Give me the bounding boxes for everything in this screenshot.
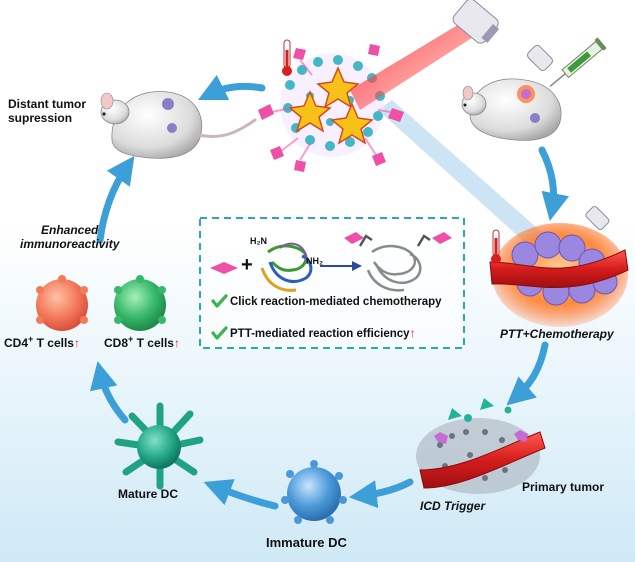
arrow-icd-to-immature bbox=[348, 478, 414, 509]
cd8-prefix: CD8 bbox=[104, 336, 129, 350]
cd8-up-arrow: ↑ bbox=[173, 336, 180, 350]
thermometer-icon-top bbox=[282, 39, 292, 76]
laser-beam-top bbox=[350, 20, 478, 110]
box-item-1: Click reaction-mediated chemotherapy bbox=[230, 296, 442, 309]
label-cd8-t-cells: CD8+ T cells↑ bbox=[104, 334, 180, 351]
arrow-immature-to-mature bbox=[203, 479, 279, 510]
arrow-ptt-to-icd bbox=[506, 341, 549, 406]
laser-emitter-icon-ptt bbox=[585, 206, 610, 230]
arrow-mature-to-tcells bbox=[89, 361, 129, 424]
box-item-2: PTT-mediated reaction efficiency↑ bbox=[230, 328, 415, 341]
mouse-treated-icon bbox=[461, 78, 562, 141]
check-mark-icon-1 bbox=[211, 294, 228, 308]
cd4-prefix: CD4 bbox=[4, 336, 29, 350]
center-box bbox=[199, 217, 465, 349]
label-plus: + bbox=[241, 254, 253, 276]
thermometer-icon-ptt bbox=[491, 229, 501, 264]
immature-dc-icon bbox=[281, 460, 347, 524]
label-enhanced-immunoreactivity: Enhanced immunoreactivity bbox=[20, 223, 120, 251]
label-nh2: NH₂ bbox=[306, 256, 323, 266]
primary-tumor-icon bbox=[416, 398, 546, 494]
label-mature-dc: Mature DC bbox=[118, 487, 179, 501]
mature-dc-icon bbox=[114, 402, 204, 490]
box-item-2-text: PTT-mediated reaction efficiency bbox=[230, 328, 410, 340]
label-icd-trigger: ICD Trigger bbox=[420, 499, 486, 513]
cd8-t-cell-icon bbox=[114, 275, 166, 331]
box-item-1-text: Click reaction-mediated chemotherapy bbox=[230, 296, 442, 308]
pink-rod-icon bbox=[210, 262, 238, 274]
arrow-mouse-to-ptt bbox=[538, 146, 570, 221]
laser-emitter-icon-top bbox=[452, 0, 500, 44]
syringe-icon bbox=[549, 37, 607, 88]
light-beam bbox=[378, 100, 545, 245]
arrow-nanoparticle-to-distant bbox=[197, 74, 266, 101]
protein-icon bbox=[260, 242, 313, 292]
label-primary-tumor: Primary tumor bbox=[522, 480, 605, 494]
product-protein-icon bbox=[358, 234, 431, 292]
nanoparticle-cluster-icon bbox=[258, 44, 404, 172]
label-ptt-chemotherapy: PTT+Chemotherapy bbox=[500, 327, 614, 341]
cd8-sup: + bbox=[128, 334, 134, 344]
ptt-tumor-icon bbox=[489, 223, 629, 327]
cd4-up-arrow: ↑ bbox=[73, 336, 80, 350]
cycle-arrows bbox=[89, 74, 570, 510]
arrow-tcells-to-distant bbox=[96, 155, 135, 244]
cd4-sup: + bbox=[28, 334, 34, 344]
cd4-suffix: T cells bbox=[33, 336, 74, 350]
cd4-t-cell-icon bbox=[36, 275, 88, 331]
label-h2n: H₂N bbox=[250, 236, 267, 246]
laser-emitter-icon-mouse bbox=[527, 45, 553, 71]
label-immature-dc: Immature DC bbox=[266, 535, 347, 550]
mouse-distant-icon bbox=[100, 91, 257, 159]
label-cd4-t-cells: CD4+ T cells↑ bbox=[4, 334, 80, 351]
label-distant-tumor: Distant tumor supression bbox=[8, 97, 86, 125]
check-mark-icon-2 bbox=[211, 326, 228, 340]
cd8-suffix: T cells bbox=[133, 336, 174, 350]
box-item-2-up-arrow: ↑ bbox=[409, 328, 416, 340]
